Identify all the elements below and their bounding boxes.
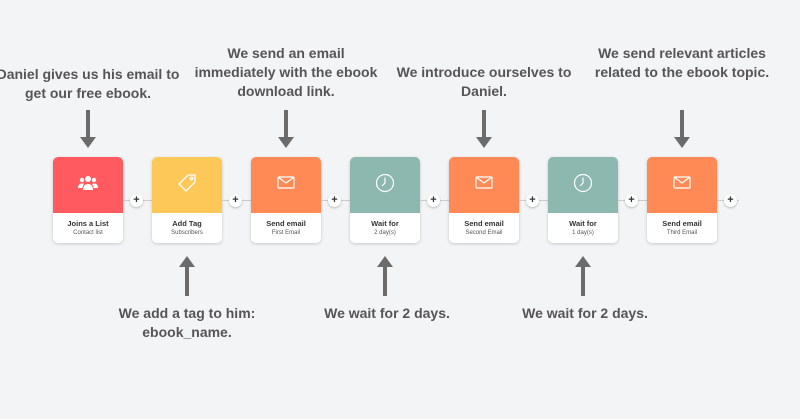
note-top-3: We introduce ourselves to Daniel. (396, 64, 572, 99)
step-title: Send email (662, 219, 702, 228)
step-subtitle: First Email (271, 230, 301, 236)
note-top-4: We send relevant articles related to the… (594, 45, 770, 80)
add-step-button[interactable]: + (625, 194, 638, 207)
note-top-1: Daniel gives us his email to get our fre… (0, 66, 180, 101)
step-title: Send email (266, 219, 306, 228)
step-subtitle: Subscribers (171, 230, 203, 236)
step-card-wait[interactable]: Wait for 1 day(s) (548, 157, 618, 243)
step-subtitle: Third Email (666, 230, 698, 236)
add-step-button[interactable]: + (724, 194, 737, 207)
card-header (53, 157, 123, 213)
card-header (350, 157, 420, 213)
note-bottom-1: We add a tag to him: ebook_name. (118, 305, 256, 340)
card-header (449, 157, 519, 213)
card-header (647, 157, 717, 213)
arrow-down-icon (674, 110, 690, 148)
arrow-up-icon (377, 256, 393, 296)
note-top-2: We send an email immediately with the eb… (194, 45, 378, 99)
step-title: Wait for (371, 219, 399, 228)
note-bottom-3: We wait for 2 days. (522, 305, 648, 321)
step-card-list[interactable]: Joins a List Contact list (53, 157, 123, 243)
step-card-email[interactable]: Send email Second Email (449, 157, 519, 243)
arrow-up-icon (575, 256, 591, 296)
step-card-email[interactable]: Send email Third Email (647, 157, 717, 243)
step-title: Add Tag (172, 219, 202, 228)
step-title: Wait for (569, 219, 597, 228)
note-bottom-2: We wait for 2 days. (324, 305, 450, 321)
step-card-email[interactable]: Send email First Email (251, 157, 321, 243)
step-subtitle: 2 day(s) (374, 230, 396, 236)
step-card-tag[interactable]: Add Tag Subscribers (152, 157, 222, 243)
add-step-button[interactable]: + (130, 194, 143, 207)
add-step-button[interactable]: + (427, 194, 440, 207)
arrow-down-icon (80, 110, 96, 148)
add-step-button[interactable]: + (526, 194, 539, 207)
arrow-down-icon (278, 110, 294, 148)
card-header (251, 157, 321, 213)
envelope-icon (475, 176, 493, 194)
envelope-icon (673, 176, 691, 194)
step-title: Send email (464, 219, 504, 228)
clock-icon (573, 173, 593, 198)
arrow-up-icon (179, 256, 195, 296)
card-header (152, 157, 222, 213)
users-icon (78, 174, 98, 197)
step-title: Joins a List (67, 219, 109, 228)
clock-icon (375, 173, 395, 198)
step-card-wait[interactable]: Wait for 2 day(s) (350, 157, 420, 243)
step-subtitle: Contact list (73, 230, 103, 236)
tag-icon (177, 173, 197, 198)
add-step-button[interactable]: + (328, 194, 341, 207)
add-step-button[interactable]: + (229, 194, 242, 207)
arrow-down-icon (476, 110, 492, 148)
envelope-icon (277, 176, 295, 194)
card-header (548, 157, 618, 213)
step-subtitle: 1 day(s) (572, 230, 594, 236)
step-subtitle: Second Email (465, 230, 503, 236)
